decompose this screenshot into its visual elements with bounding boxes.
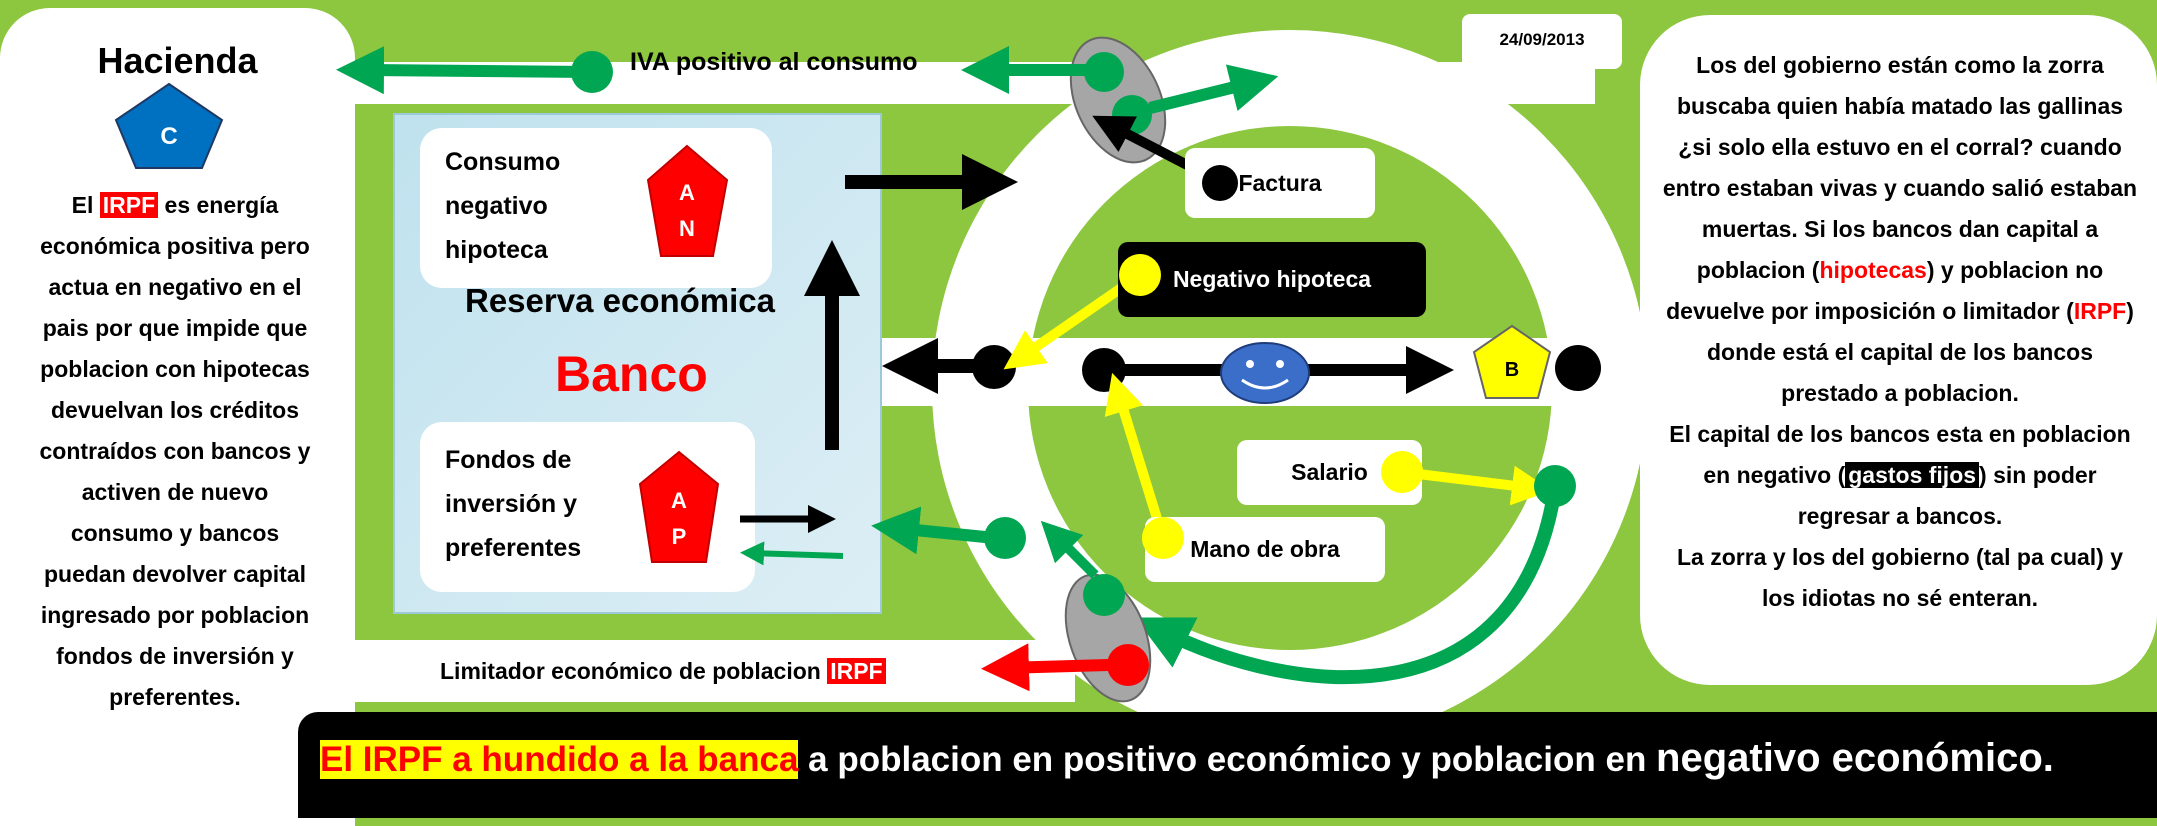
- negativo-hipoteca-label: Negativo hipoteca: [1118, 242, 1426, 317]
- pentagon-an-icon: A N: [646, 144, 729, 257]
- banco-label: Banco: [555, 346, 708, 402]
- pentagon-c-icon: C: [114, 82, 224, 169]
- iva-arrow: [336, 46, 591, 95]
- mano-de-obra-label: Mano de obra: [1145, 517, 1385, 582]
- svg-text:A: A: [671, 488, 687, 513]
- reserva-label: Reserva económica: [465, 282, 776, 319]
- smiley-face-icon: [1220, 342, 1310, 404]
- svg-text:P: P: [672, 524, 687, 549]
- banner-highlight: El IRPF a hundido a la banca: [320, 740, 799, 779]
- svg-text:B: B: [1505, 359, 1519, 381]
- factura-label: Factura: [1185, 148, 1375, 218]
- hacienda-description: El IRPF es energía económica positiva pe…: [39, 192, 311, 710]
- consumo-label: Consumo negativo hipoteca: [445, 148, 561, 264]
- limitador-band: [355, 640, 1075, 702]
- iva-label: IVA positivo al consumo: [630, 48, 918, 76]
- bottom-banner-text: El IRPF a hundido a la banca a poblacion…: [320, 736, 2054, 780]
- fondos-label: Fondos de inversión y preferentes: [445, 446, 582, 562]
- limitador-irpf-tag: IRPF: [827, 658, 886, 684]
- salario-arrow: [1401, 465, 1552, 506]
- return-green-curve: [1134, 486, 1562, 685]
- fable-panel: [1640, 15, 2157, 685]
- date-label: 24/09/2013: [1462, 14, 1622, 69]
- hacienda-title: Hacienda: [97, 40, 258, 81]
- svg-text:A: A: [679, 180, 695, 205]
- pentagon-b-icon: [1472, 324, 1552, 399]
- pentagon-ap-icon: A P: [638, 450, 720, 563]
- svg-text:N: N: [679, 216, 695, 241]
- fable-text: Los del gobierno están como la zorra bus…: [1662, 52, 2138, 611]
- limitador-label: Limitador económico de poblacion IRPF: [440, 658, 886, 685]
- irpf-tag: IRPF: [99, 192, 159, 218]
- mano-de-obra-arrow: [1104, 372, 1168, 540]
- pentagon-c-label: C: [160, 123, 177, 150]
